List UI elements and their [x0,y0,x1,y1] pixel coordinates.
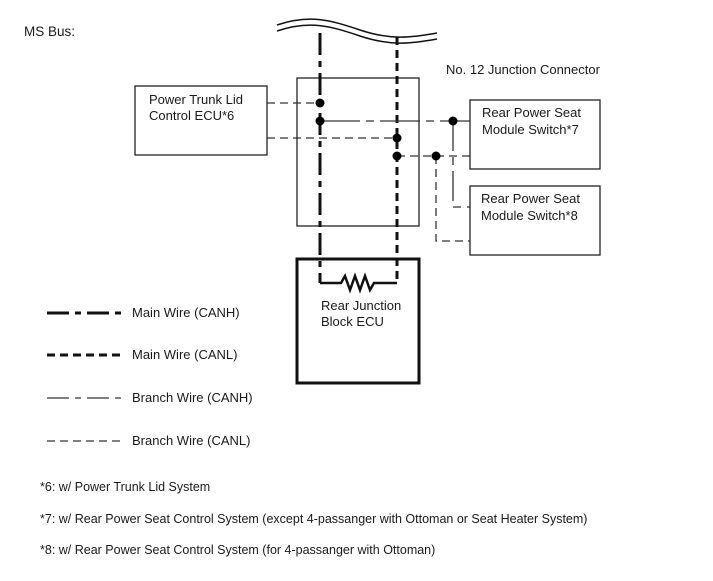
trunk-ecu-label-1: Power Trunk Lid [149,92,243,107]
footnote-8: *8: w/ Rear Power Seat Control System (f… [40,543,436,557]
footnote-6: *6: w/ Power Trunk Lid System [40,480,211,494]
footnote-7: *7: w/ Rear Power Seat Control System (e… [40,512,588,526]
seat-switch-8-label-1: Rear Power Seat [481,191,580,206]
termination-resistor [320,272,397,294]
junction-dot [448,116,458,126]
junction-dot [431,151,441,161]
legend-branch-canl-label: Branch Wire (CANL) [132,433,251,448]
junction-dot [315,98,325,108]
seat-switch-8-label-2: Module Switch*8 [481,208,578,223]
seat-switch-7-label-1: Rear Power Seat [482,105,581,120]
seat-switch-8-box [469,185,601,256]
diagram-title: MS Bus: [24,24,76,39]
junction-ecu-label-1: Rear Junction [321,298,402,313]
junction-ecu-label-2: Block ECU [321,314,384,329]
seat-switch-7-box [469,99,601,170]
legend-branch-canh-label: Branch Wire (CANH) [132,390,253,405]
seat-switch-7-label-2: Module Switch*7 [482,122,579,137]
junction-dot [392,133,402,143]
power-trunk-lid-ecu-box [134,85,268,156]
trunk-ecu-label-2: Control ECU*6 [149,108,235,123]
legend-main-canl-label: Main Wire (CANL) [132,347,238,362]
junction-connector-box [296,77,420,227]
junction-connector-label: No. 12 Junction Connector [446,62,600,77]
junction-dot [315,116,325,126]
rear-junction-block-ecu-box [295,257,421,385]
legend-main-canh-label: Main Wire (CANH) [132,305,240,320]
bus-break-symbol [276,18,438,44]
branch-canh-seat8 [452,121,470,208]
junction-dot [392,151,402,161]
branch-canl-seat8 [435,156,470,242]
